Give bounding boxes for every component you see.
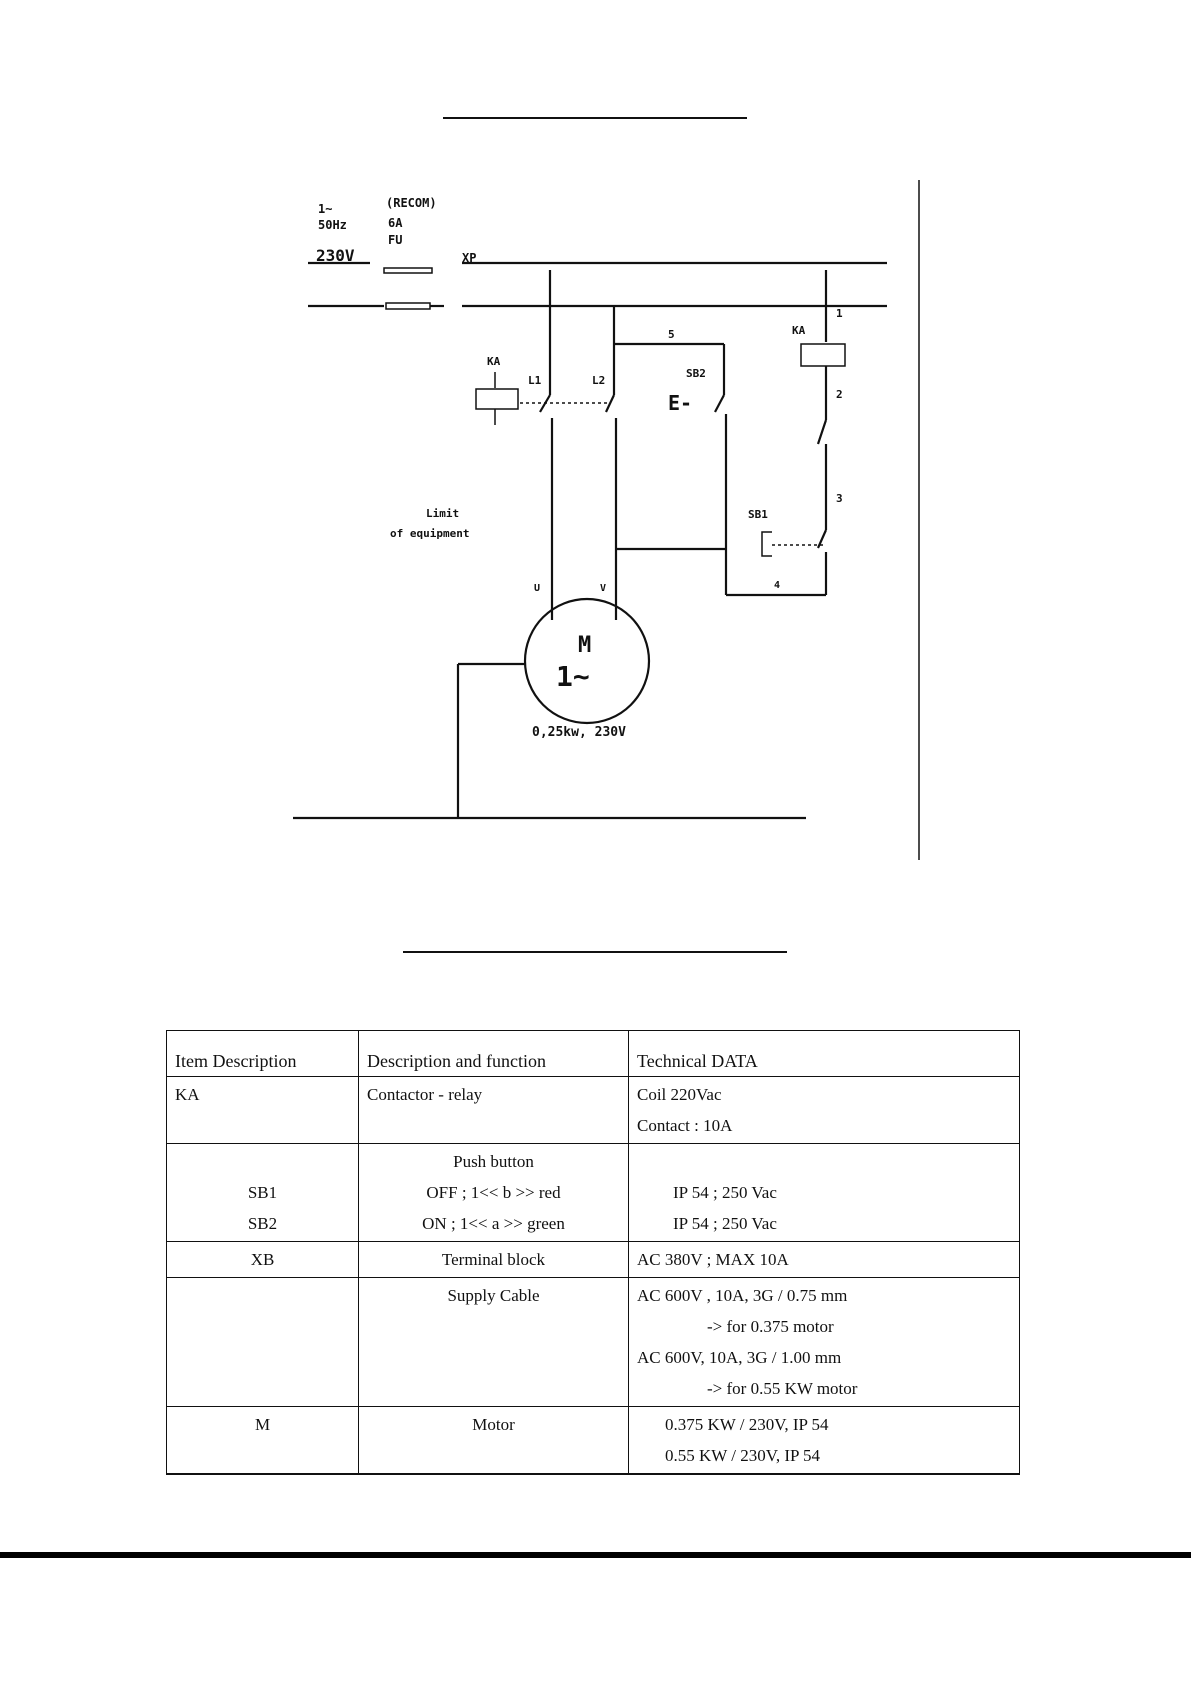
supply-phase: 1~ (318, 202, 332, 216)
sb2-item: SB2 (247, 1214, 278, 1233)
motor-terminal-v: V (600, 583, 606, 594)
supply-frequency: 50Hz (318, 218, 347, 232)
xb-item: XB (250, 1250, 275, 1269)
fuse-top (383, 267, 433, 274)
table-row: M Motor 0.375 KW / 230V, IP 54 0.55 KW / … (166, 1406, 1020, 1475)
cable-tech-1: AC 600V , 10A, 3G / 0.75 mm (637, 1286, 848, 1305)
contactor-left-label: KA (487, 355, 501, 368)
contact-l1-label: L1 (528, 374, 542, 387)
ka-desc: Contactor - relay (367, 1085, 483, 1104)
cable-desc: Supply Cable (447, 1286, 540, 1305)
sb2-tech: IP 54 ; 250 Vac (673, 1214, 777, 1233)
motor-rating: 0,25kw, 230V (532, 725, 626, 740)
footer-bar (0, 1552, 1191, 1558)
ka-hold-contact (816, 529, 828, 549)
motor-terminal-u: U (534, 583, 540, 594)
node-5-label: 5 (668, 328, 675, 341)
motor-desc: Motor (472, 1415, 515, 1434)
sb1-tech: IP 54 ; 250 Vac (673, 1183, 777, 1202)
limit-label-1: Limit (426, 507, 459, 520)
sb2-contact (714, 394, 725, 413)
contactor-coil-label: KA (792, 324, 806, 337)
motor-phase: 1~ (556, 660, 590, 693)
table-title-rule (403, 951, 787, 953)
sb1-desc: OFF ; 1<< b >> red (426, 1183, 561, 1202)
switch-sb1-label: SB1 (748, 508, 768, 521)
motor-symbol (523, 597, 651, 725)
header-description: Description and function (358, 1030, 629, 1077)
ka-tech-2: Contact : 10A (637, 1116, 733, 1135)
fuse-ref: FU (388, 233, 402, 247)
sb2-actuator: E- (668, 391, 692, 415)
left-contactor-coil (475, 388, 519, 410)
sb1-nc-contact (816, 419, 828, 445)
cable-tech-2: -> for 0.375 motor (707, 1317, 834, 1336)
node-2-label: 2 (836, 388, 843, 401)
xb-desc: Terminal block (441, 1250, 546, 1269)
supply-voltage: 230V (316, 246, 355, 265)
ka-item: KA (175, 1085, 200, 1104)
right-contactor-coil (800, 343, 846, 367)
fuse-note: (RECOM) (386, 196, 437, 210)
node-1-label: 1 (836, 307, 843, 320)
fuse-bottom (385, 302, 431, 310)
node-4-label: 4 (774, 580, 780, 591)
table-header-row: Item Description Description and functio… (166, 1030, 1020, 1077)
header-technical: Technical DATA (628, 1030, 1020, 1077)
motor-tech-1: 0.375 KW / 230V, IP 54 (665, 1415, 829, 1434)
motor-item: M (254, 1415, 271, 1434)
terminal-ref: XP (462, 251, 476, 265)
cable-tech-3: AC 600V, 10A, 3G / 1.00 mm (637, 1348, 842, 1367)
header-item: Item Description (166, 1030, 359, 1077)
top-title-rule (443, 117, 747, 119)
cable-tech-4: -> for 0.55 KW motor (707, 1379, 858, 1398)
limit-label-2: of equipment (390, 527, 469, 540)
pb-title: Push button (453, 1152, 534, 1171)
contact-l2-label: L2 (592, 374, 605, 387)
fuse-rating: 6A (388, 216, 403, 230)
table-row: XB Terminal block AC 380V ; MAX 10A (166, 1241, 1020, 1278)
node-3-label: 3 (836, 492, 843, 505)
l2-contact (605, 394, 615, 413)
sb2-desc: ON ; 1<< a >> green (422, 1214, 565, 1233)
switch-sb2-label: SB2 (686, 367, 706, 380)
sb1-item: SB1 (247, 1183, 278, 1202)
table-row: Supply Cable AC 600V , 10A, 3G / 0.75 mm… (166, 1277, 1020, 1407)
ka-tech-1: Coil 220Vac (637, 1085, 722, 1104)
motor-letter: M (578, 633, 591, 658)
sb1-actuator (761, 531, 772, 557)
motor-tech-2: 0.55 KW / 230V, IP 54 (665, 1446, 821, 1465)
xb-tech: AC 380V ; MAX 10A (637, 1250, 789, 1269)
parts-table: Item Description Description and functio… (166, 1030, 1020, 1475)
